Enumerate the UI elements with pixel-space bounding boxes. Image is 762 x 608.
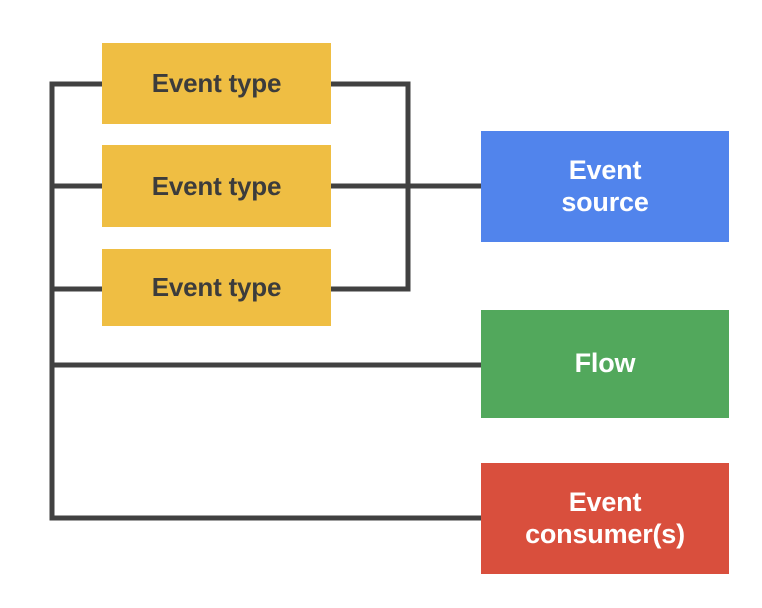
node-label-event-type-1: Event type [151,68,282,99]
node-label-event-type-2: Event type [151,170,282,201]
node-label-event-source: Event source [561,154,649,217]
node-event-consumers[interactable]: Event consumer(s) [481,463,729,574]
node-event-type-1[interactable]: Event type [102,43,331,124]
node-event-source[interactable]: Event source [481,131,729,242]
node-label-event-type-3: Event type [151,272,282,303]
node-event-type-2[interactable]: Event type [102,145,331,227]
node-flow[interactable]: Flow [481,310,729,418]
node-label-flow: Flow [574,348,636,379]
node-event-type-3[interactable]: Event type [102,249,331,326]
node-label-event-consumers: Event consumer(s) [525,486,685,549]
